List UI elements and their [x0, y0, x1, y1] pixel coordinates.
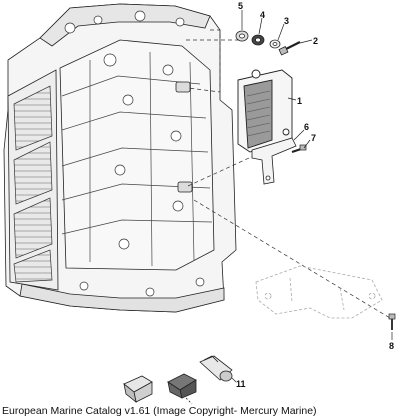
connector-left: [123, 375, 153, 403]
callout-6: 6: [304, 122, 309, 132]
ghost-mount-bracket: [255, 265, 383, 319]
grommet-part-5: [235, 30, 249, 42]
callout-4: 4: [260, 10, 265, 20]
callout-7: 7: [311, 133, 316, 143]
callout-2: 2: [313, 36, 318, 46]
engine-block: [3, 3, 237, 313]
washer-part-3: [269, 39, 281, 49]
screw-part-7: [291, 144, 307, 153]
screw-part-8: [388, 313, 396, 330]
connector-part-11: [199, 355, 233, 382]
connector-middle: [167, 373, 197, 405]
assembly-leader-lines: [186, 29, 391, 319]
callout-8: 8: [389, 341, 394, 351]
screw-part-2: [278, 41, 301, 56]
catalog-caption: European Marine Catalog v1.61 (Image Cop…: [2, 405, 317, 417]
callout-1: 1: [297, 96, 302, 106]
bracket-part-6: [251, 137, 297, 185]
callout-11: 11: [236, 379, 246, 389]
ecm-module-part-1: [237, 69, 293, 153]
callout-leaders: [231, 10, 393, 383]
callout-5: 5: [238, 1, 243, 11]
callout-3: 3: [284, 16, 289, 26]
sleeve-part-4: [251, 34, 265, 46]
